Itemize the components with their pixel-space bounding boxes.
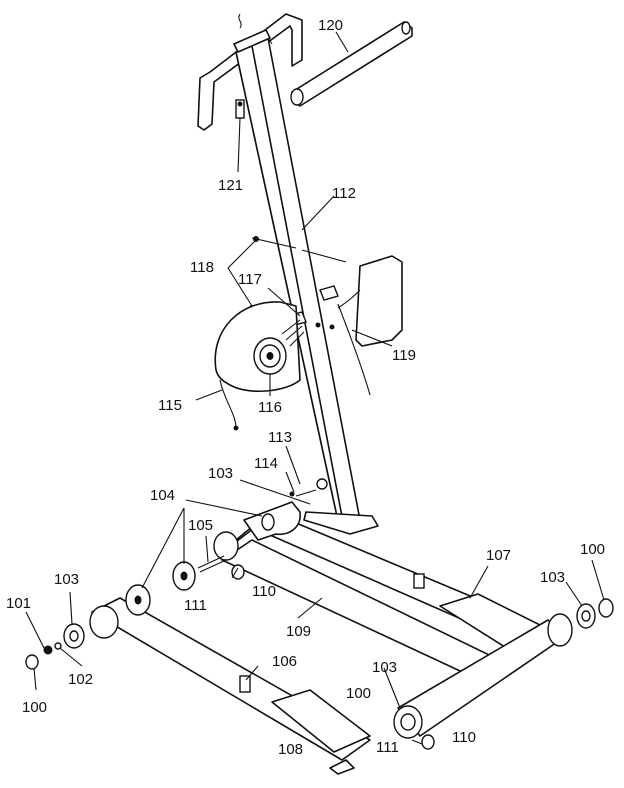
label-117: 117 xyxy=(238,271,262,288)
label-115: 115 xyxy=(158,397,182,414)
label-111-top: 111 xyxy=(184,597,207,614)
endcaps-left xyxy=(25,623,85,670)
right-stabilizer-tube xyxy=(393,613,573,739)
label-107: 107 xyxy=(486,547,511,564)
pulley-part-116 xyxy=(253,319,305,375)
label-119: 119 xyxy=(392,347,416,364)
bushings-part-110 xyxy=(231,564,435,750)
foot-part-108 xyxy=(329,759,355,775)
front-tube-part-103 xyxy=(243,501,301,541)
label-100-left: 100 xyxy=(22,699,47,716)
label-108: 108 xyxy=(278,741,303,758)
label-102: 102 xyxy=(68,671,93,688)
label-111-bottom: 111 xyxy=(376,739,399,756)
wheel-part-104 xyxy=(125,561,196,616)
handlebar-part-120 xyxy=(197,13,413,131)
label-109: 109 xyxy=(286,623,311,640)
label-103-right: 103 xyxy=(540,569,565,586)
label-110-top: 110 xyxy=(252,583,276,600)
label-121: 121 xyxy=(218,177,243,194)
label-118: 118 xyxy=(190,259,214,276)
bolt-part-113-114 xyxy=(289,478,328,497)
label-101: 101 xyxy=(6,595,31,612)
label-103-bottom: 103 xyxy=(372,659,397,676)
label-100-right: 100 xyxy=(580,541,605,558)
label-106: 106 xyxy=(272,653,297,670)
left-stabilizer-part-106 xyxy=(89,597,371,761)
label-104: 104 xyxy=(150,487,175,504)
leader-lines xyxy=(25,31,605,745)
label-100-bottom: 100 xyxy=(346,685,371,702)
label-103-top: 103 xyxy=(208,465,233,482)
label-114: 114 xyxy=(254,455,278,472)
label-116: 116 xyxy=(258,399,282,416)
endcaps-right xyxy=(576,598,614,629)
label-120: 120 xyxy=(318,17,343,34)
upright-post-112 xyxy=(233,13,379,535)
label-112: 112 xyxy=(332,185,356,202)
pad-part-119 xyxy=(301,249,403,396)
label-103-left: 103 xyxy=(54,571,79,588)
label-110-bottom: 110 xyxy=(452,729,476,746)
label-105: 105 xyxy=(188,517,213,534)
label-113: 113 xyxy=(268,429,292,446)
axle-part-105 xyxy=(197,555,227,573)
part-labels: 120 121 112 118 117 119 115 116 113 114 … xyxy=(6,17,605,758)
